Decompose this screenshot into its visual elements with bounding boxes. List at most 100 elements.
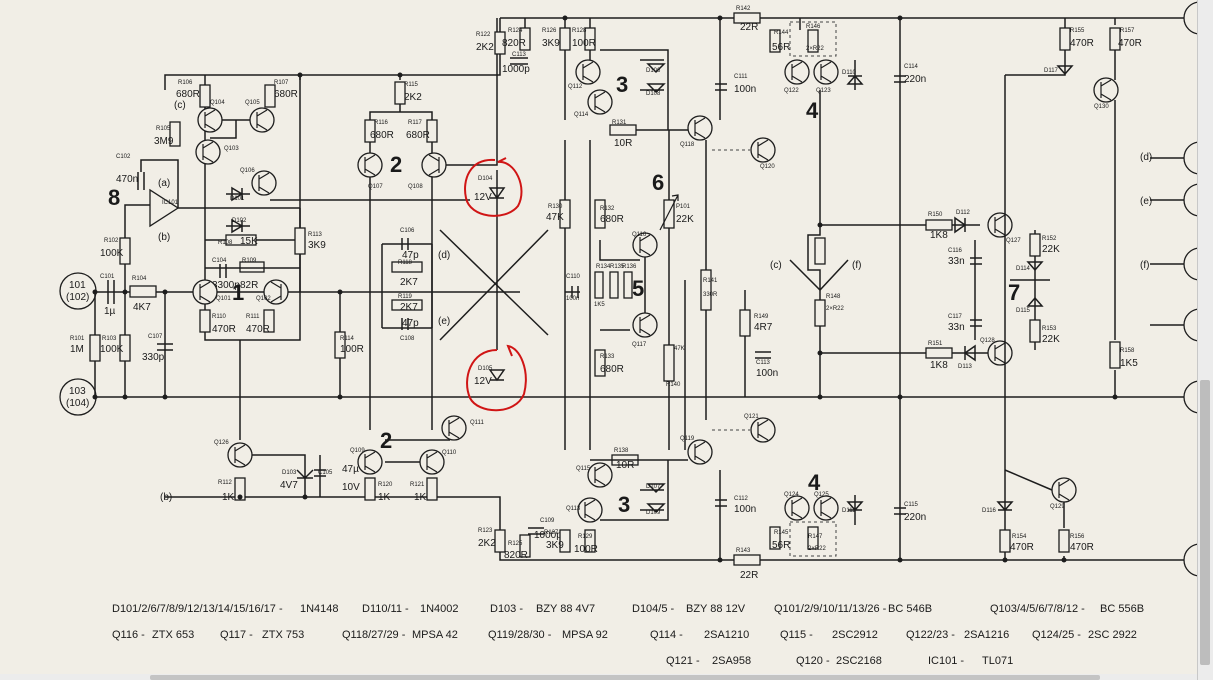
r142: [733, 12, 761, 24]
junction-dots: [92, 15, 1118, 563]
connector-103: 103 (104): [59, 378, 97, 416]
svg-text:R146: R146: [806, 24, 821, 30]
d105-zener: [488, 369, 506, 382]
annotation-circle-d105: [466, 344, 527, 412]
svg-text:R144: R144: [774, 30, 789, 36]
svg-text:Q115: Q115: [576, 466, 591, 472]
svg-text:R136: R136: [622, 264, 637, 270]
svg-text:ZTX 653: ZTX 653: [152, 629, 194, 641]
svg-text:Q119: Q119: [680, 436, 695, 442]
svg-text:C106: C106: [400, 228, 415, 234]
svg-text:Q121 -: Q121 -: [666, 655, 700, 667]
rail-drops-top: [299, 18, 1116, 80]
svg-text:C117: C117: [948, 314, 963, 320]
svg-text:Q127: Q127: [1006, 238, 1021, 244]
svg-text:R149: R149: [754, 314, 769, 320]
svg-text:4K7: 4K7: [133, 302, 151, 313]
svg-text:1000p: 1000p: [534, 530, 562, 541]
vas-top-wires: [524, 18, 591, 120]
r144: [769, 29, 781, 53]
svg-text:R134: R134: [596, 264, 611, 270]
q123-transistor: [813, 59, 839, 85]
thermal-coupling: [712, 149, 750, 431]
svg-text:2K7: 2K7: [400, 277, 418, 288]
svg-text:47p: 47p: [402, 250, 419, 261]
q118-transistor: [687, 115, 713, 141]
horizontal-scrollbar-thumb[interactable]: [150, 675, 1100, 680]
svg-text:1µ: 1µ: [104, 306, 116, 317]
svg-text:1K8: 1K8: [930, 230, 948, 241]
q109-transistor: [357, 449, 383, 475]
svg-text:33n: 33n: [948, 322, 965, 333]
svg-text:(d): (d): [1140, 152, 1152, 163]
svg-text:1000p: 1000p: [502, 64, 530, 75]
svg-text:R158: R158: [1120, 348, 1135, 354]
svg-text:R126: R126: [542, 28, 557, 34]
q107-transistor: [357, 152, 383, 178]
servo-feedback: [140, 159, 205, 209]
svg-text:100K: 100K: [100, 248, 124, 259]
vertical-scrollbar-thumb[interactable]: [1200, 380, 1210, 665]
r145: [769, 526, 781, 550]
svg-text:Q122: Q122: [784, 88, 799, 94]
svg-text:22K: 22K: [1042, 334, 1060, 345]
c116-c117: [970, 240, 982, 340]
svg-text:R121: R121: [410, 482, 425, 488]
r158: [1109, 341, 1121, 369]
svg-text:Q128: Q128: [980, 338, 995, 344]
r133: [594, 349, 606, 377]
svg-text:1K: 1K: [378, 492, 391, 503]
svg-text:1K: 1K: [222, 492, 235, 503]
r146: [807, 29, 819, 53]
d101: [226, 186, 250, 202]
r131: [609, 124, 637, 136]
q127-transistor: [987, 212, 1013, 238]
svg-text:C102: C102: [116, 154, 131, 160]
svg-text:100n: 100n: [756, 368, 778, 379]
svg-text:2SA958: 2SA958: [712, 655, 751, 667]
svg-text:1K: 1K: [414, 492, 427, 503]
svg-text:R150: R150: [928, 212, 943, 218]
c115-symbol: [894, 397, 906, 560]
svg-text:R124: R124: [508, 28, 523, 34]
svg-text:R122: R122: [476, 32, 491, 38]
svg-text:470R: 470R: [212, 324, 236, 335]
svg-text:C104: C104: [212, 258, 227, 264]
svg-text:1: 1: [232, 280, 244, 305]
svg-text:Q121: Q121: [744, 414, 759, 420]
svg-text:680R: 680R: [406, 130, 430, 141]
svg-text:12V: 12V: [474, 192, 492, 203]
svg-text:R119: R119: [398, 294, 413, 300]
r125: [519, 534, 531, 558]
r118: [391, 261, 423, 273]
svg-text:R141: R141: [703, 278, 718, 284]
svg-text:R132: R132: [600, 206, 615, 212]
r155: [1059, 27, 1071, 51]
stage2-bottom-wire: [385, 439, 450, 463]
svg-text:220n: 220n: [904, 512, 926, 523]
svg-text:D109: D109: [646, 510, 661, 516]
svg-text:MPSA 92: MPSA 92: [562, 629, 608, 641]
q105-transistor: [249, 107, 275, 133]
svg-text:680R: 680R: [176, 89, 200, 100]
svg-text:Q109: Q109: [350, 448, 365, 454]
p101-arrow: [659, 194, 679, 231]
svg-text:Q118: Q118: [680, 142, 695, 148]
rail-a: [164, 18, 501, 90]
svg-text:Q117 -: Q117 -: [220, 629, 253, 641]
c105-symbol: [314, 455, 326, 497]
svg-text:Q101/2/9/10/11/13/26 -: Q101/2/9/10/11/13/26 -: [774, 603, 887, 615]
svg-text:100n: 100n: [566, 296, 579, 302]
svg-text:D108: D108: [646, 91, 661, 97]
svg-text:470R: 470R: [1070, 542, 1094, 553]
svg-text:R142: R142: [736, 6, 751, 12]
r102-wire: [124, 204, 150, 292]
svg-text:R153: R153: [1042, 326, 1057, 332]
svg-text:TL071: TL071: [982, 655, 1013, 667]
svg-text:R131: R131: [612, 120, 627, 126]
svg-text:Q114 -: Q114 -: [650, 629, 683, 641]
cross-wires: [439, 229, 549, 341]
r110: [199, 309, 211, 333]
svg-text:D107: D107: [646, 484, 661, 490]
q112-transistor: [575, 59, 601, 85]
